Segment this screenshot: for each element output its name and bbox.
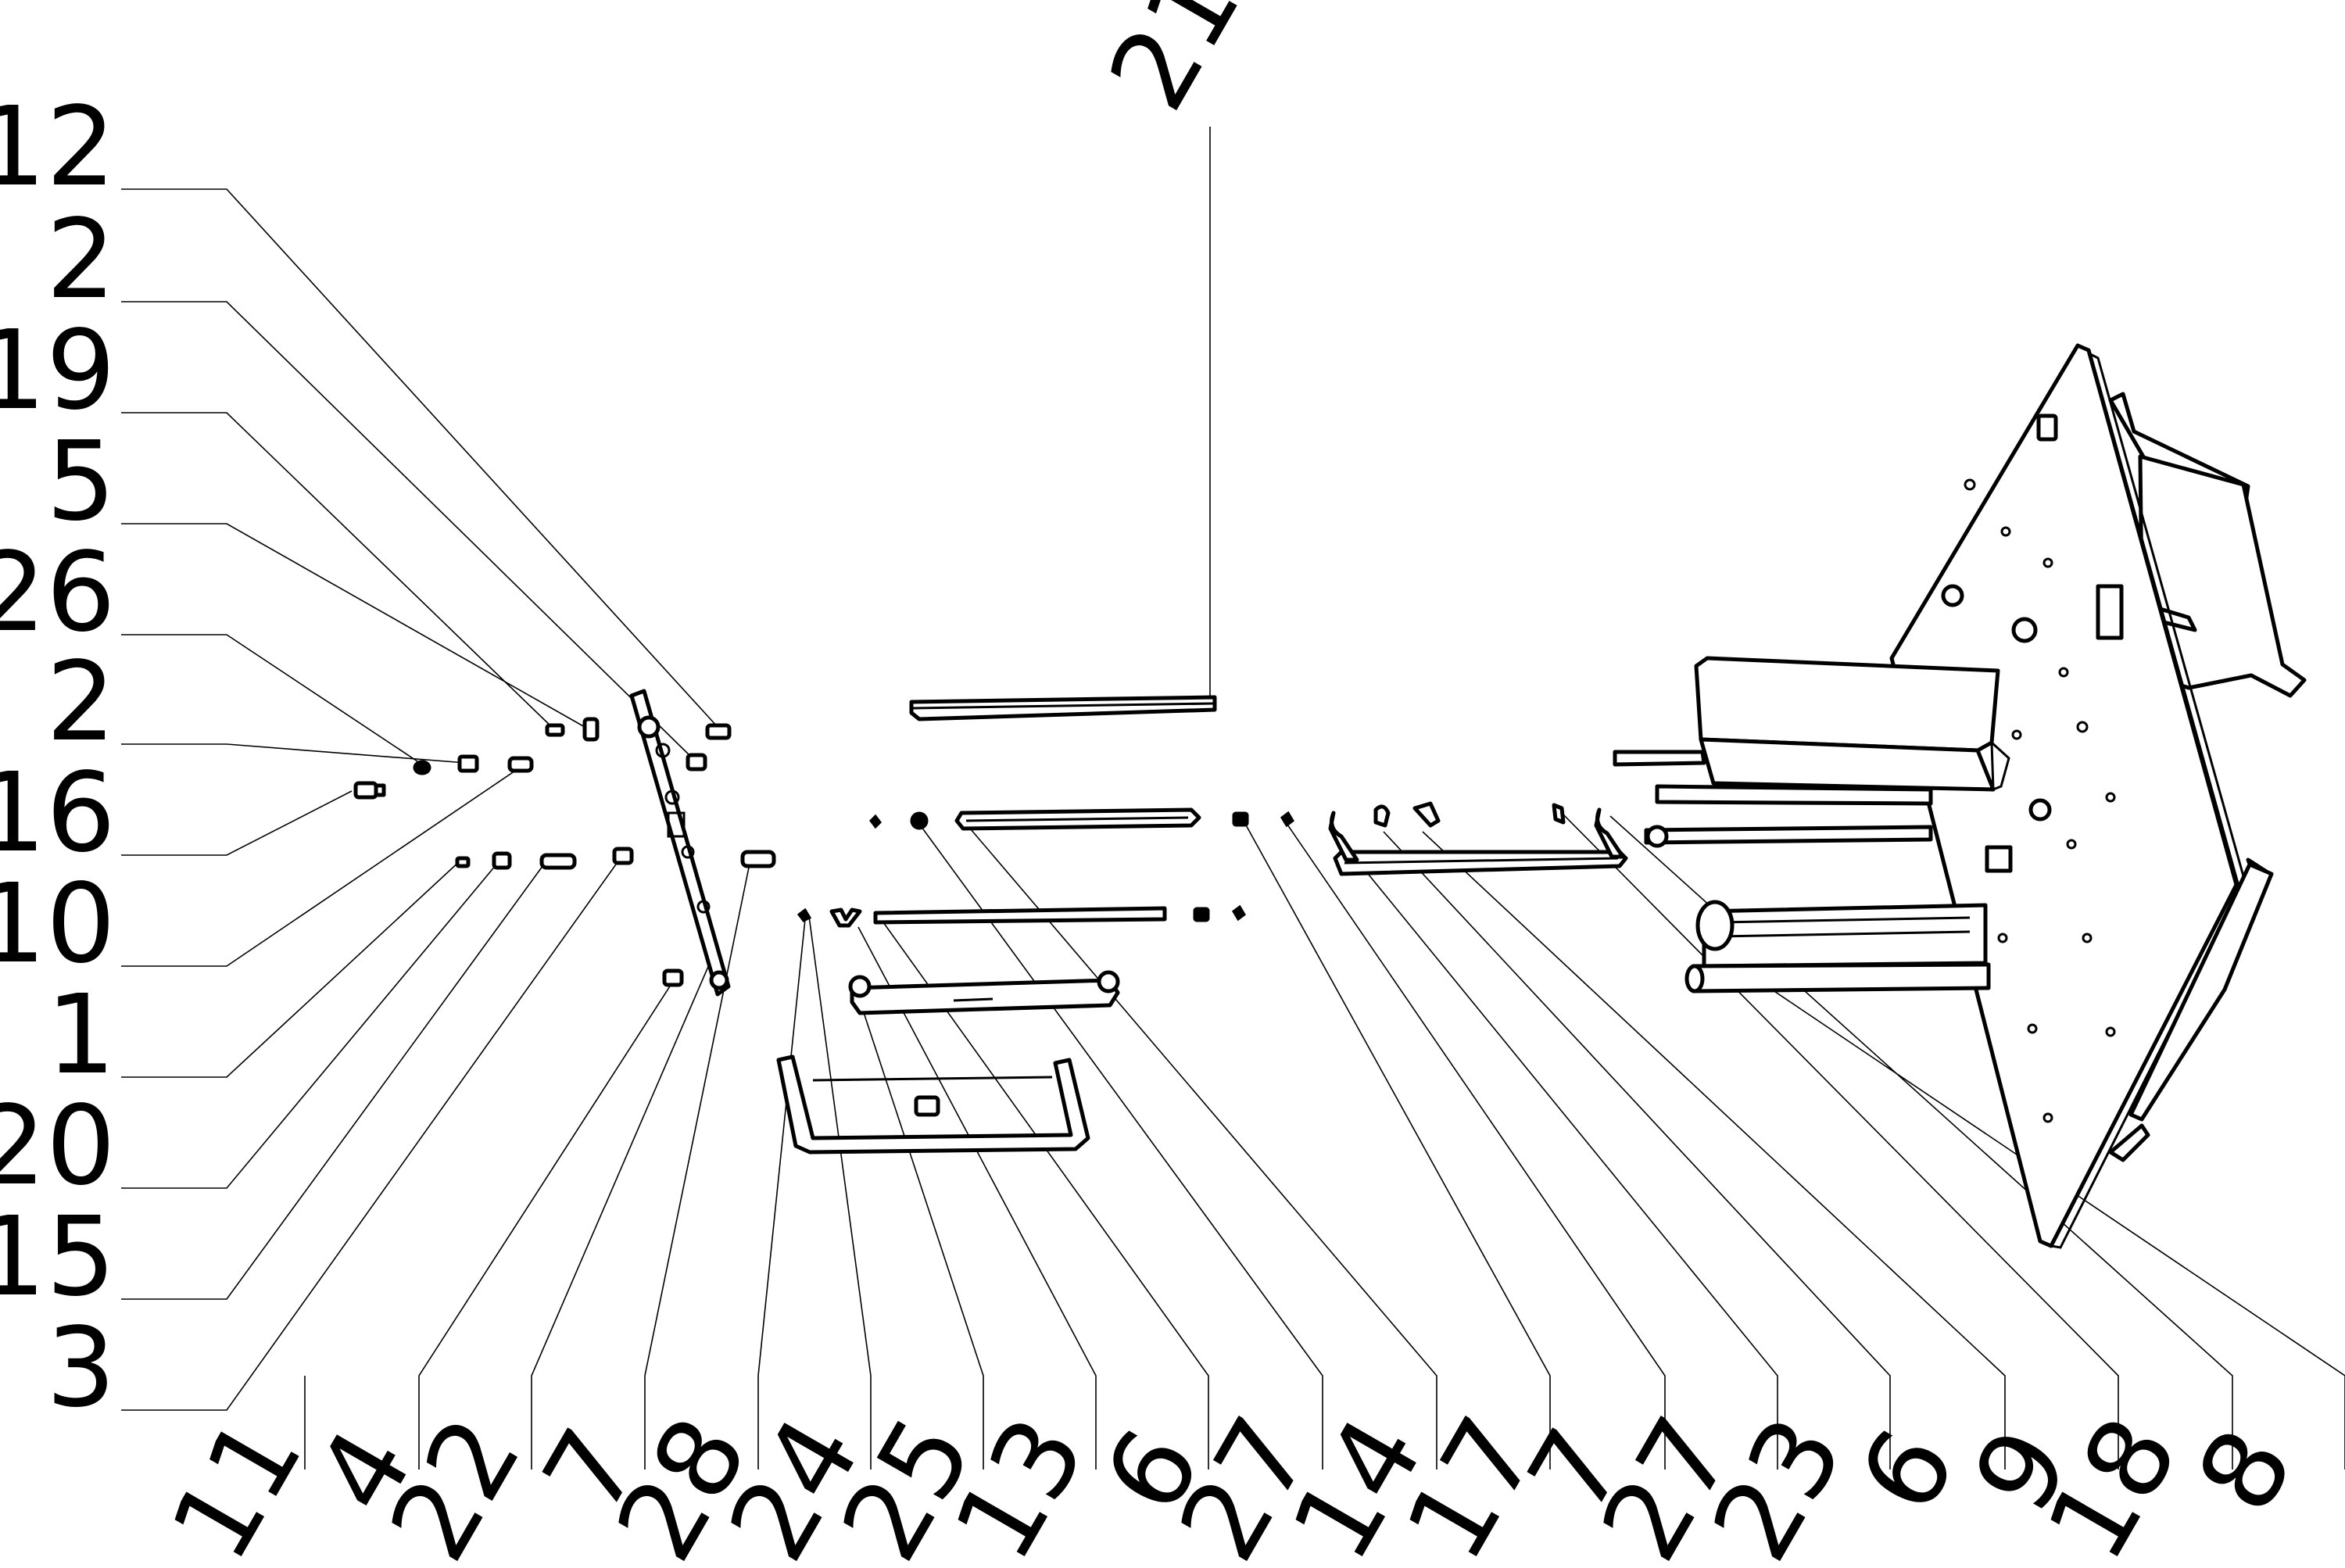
callout-label: 20 xyxy=(0,1083,116,1210)
callout-label: 16 xyxy=(0,750,116,877)
rail-13 xyxy=(797,904,1246,928)
callout-label: 10 xyxy=(0,861,116,988)
parts xyxy=(353,343,2307,1249)
callout-label: 12 xyxy=(0,84,116,211)
callout-label: 23 xyxy=(1688,1397,1868,1568)
callout-label: 13 xyxy=(930,1397,1110,1568)
shaft-pin xyxy=(869,807,1294,831)
u-bracket-middle xyxy=(848,970,1120,1015)
callout-label: 26 xyxy=(0,529,116,657)
rail-assembly-right xyxy=(1328,801,1628,876)
callout-label: 21 xyxy=(1085,0,1265,131)
tray-bracket-lower xyxy=(776,1054,1090,1155)
callout-label: 2 xyxy=(46,639,116,766)
main-plate-assembly xyxy=(1613,343,2307,1249)
callout-label: 11 xyxy=(147,1397,327,1568)
fastener-cluster-lower xyxy=(455,847,776,987)
fastener-cluster-upper xyxy=(353,717,732,800)
callout-label: 22 xyxy=(366,1397,546,1568)
callout-label: 19 xyxy=(0,307,116,435)
callout-label: 8 xyxy=(2173,1409,2318,1533)
bar-21 xyxy=(909,695,1217,721)
callout-label: 2 xyxy=(46,196,116,324)
callout-top: 21 xyxy=(1085,0,1265,131)
callouts-bottom: 11 4 22 7 28 24 25 13 6 27 14 17 7 27 23… xyxy=(147,1397,2318,1568)
left-bracket-plate xyxy=(629,689,731,997)
callout-label: 3 xyxy=(46,1305,116,1432)
callouts-left: 12 2 19 5 26 2 16 10 1 20 15 3 xyxy=(0,84,116,1432)
callout-label: 18 xyxy=(2023,1397,2203,1568)
callout-label: 5 xyxy=(46,418,116,546)
callout-label: 1 xyxy=(46,972,116,1099)
callout-label: 15 xyxy=(0,1194,116,1321)
